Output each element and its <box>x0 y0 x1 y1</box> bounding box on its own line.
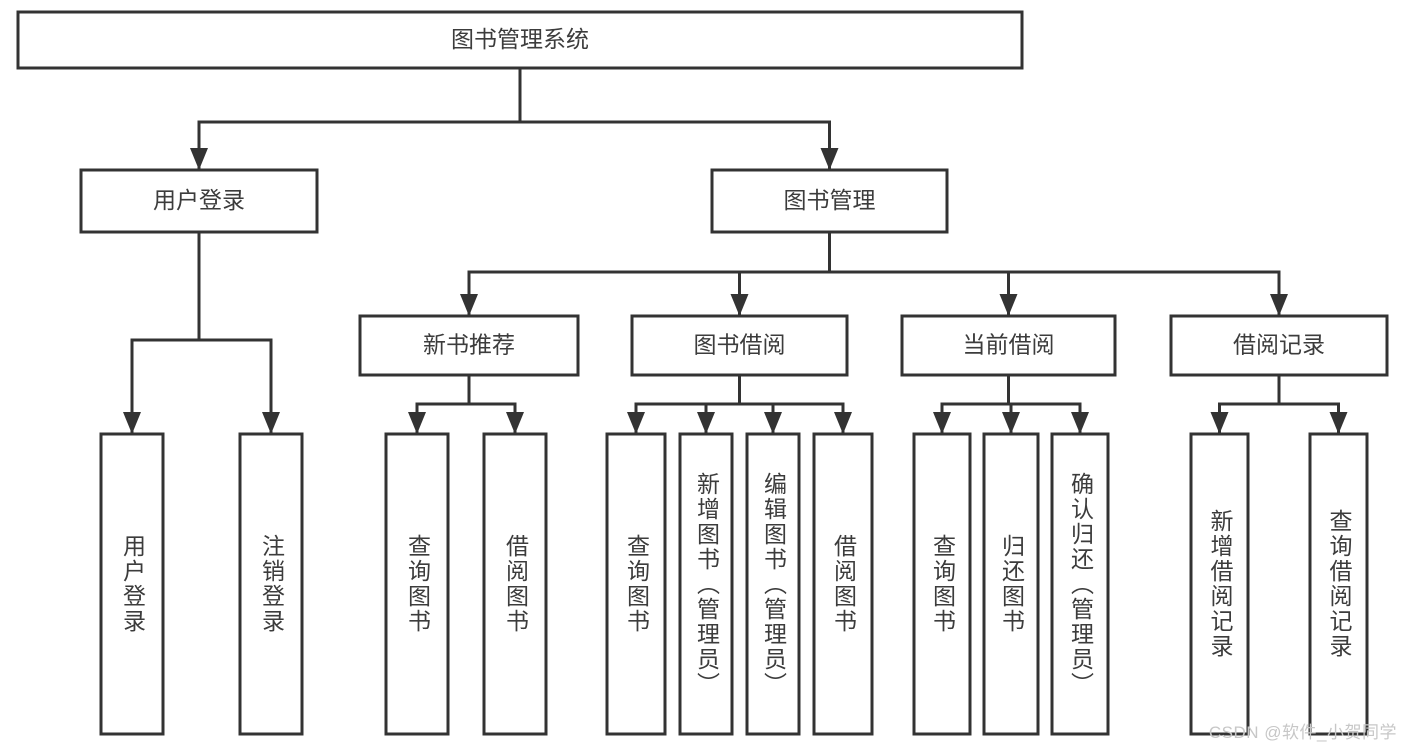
node-box-leaf-current_borrow-1[interactable] <box>982 432 1040 736</box>
node-box-leaf-new_book_recommend-1[interactable] <box>482 432 548 736</box>
node-boxes-group <box>16 10 1389 736</box>
borrow_record-arrow-1 <box>1329 412 1348 434</box>
node-label-level3-0: 新书推荐 <box>423 332 515 358</box>
node-box-leaf-book_borrow-2[interactable] <box>745 432 801 736</box>
node-box-leaf-borrow_record-0[interactable] <box>1189 432 1250 736</box>
node-box-leaf-current_borrow-2[interactable] <box>1050 432 1110 736</box>
book_borrow-arrow-1 <box>697 412 715 434</box>
node-label-level2-1: 图书管理 <box>784 187 876 213</box>
node-box-leaf-user_login-1[interactable] <box>238 432 304 736</box>
node-box-level2-1[interactable] <box>710 168 949 234</box>
borrow_record-arrow-0 <box>1210 412 1229 434</box>
node-box-level3-1[interactable] <box>630 314 849 377</box>
node-box-level2-0[interactable] <box>79 168 319 234</box>
node-box-leaf-current_borrow-0[interactable] <box>912 432 972 736</box>
node-label-root: 图书管理系统 <box>451 26 589 52</box>
book_borrow-arrow-3 <box>834 412 852 434</box>
node-box-leaf-borrow_record-1[interactable] <box>1308 432 1369 736</box>
bookmgmt-to-level3-arrow-3 <box>1270 294 1288 316</box>
user_login-arrow-1 <box>262 412 280 434</box>
bookmgmt-to-level3-arrow-1 <box>730 294 749 316</box>
bookmgmt-to-level3-arrow-0 <box>460 294 478 316</box>
user_login-arrow-0 <box>123 412 141 434</box>
new_book_recommend-arrow-0 <box>408 412 426 434</box>
root-to-level2-arrow-1 <box>820 148 839 170</box>
root-to-level2-arrow-0 <box>190 148 208 170</box>
node-box-leaf-new_book_recommend-0[interactable] <box>384 432 450 736</box>
node-box-root[interactable] <box>16 10 1024 70</box>
node-box-level3-0[interactable] <box>358 314 580 377</box>
node-box-leaf-book_borrow-3[interactable] <box>812 432 874 736</box>
current_borrow-arrow-0 <box>933 412 951 434</box>
current_borrow-arrow-1 <box>1002 412 1020 434</box>
node-label-level2-0: 用户登录 <box>153 187 245 213</box>
node-label-level3-1: 图书借阅 <box>694 332 786 358</box>
connector-lines-group <box>123 66 1348 435</box>
node-box-level3-3[interactable] <box>1169 314 1389 377</box>
bookmgmt-to-level3-arrow-2 <box>999 294 1018 316</box>
node-label-level3-3: 借阅记录 <box>1233 332 1325 358</box>
book_borrow-arrow-0 <box>627 412 645 434</box>
node-box-leaf-user_login-0[interactable] <box>99 432 165 736</box>
csdn-watermark: CSDN @软件_小贺同学 <box>1208 723 1397 742</box>
current_borrow-arrow-2 <box>1071 412 1089 434</box>
new_book_recommend-arrow-1 <box>506 412 524 434</box>
book_borrow-arrow-2 <box>764 412 782 434</box>
node-label-level3-2: 当前借阅 <box>963 332 1055 358</box>
node-box-level3-2[interactable] <box>900 314 1117 377</box>
node-box-leaf-book_borrow-1[interactable] <box>678 432 734 736</box>
node-box-leaf-book_borrow-0[interactable] <box>605 432 667 736</box>
